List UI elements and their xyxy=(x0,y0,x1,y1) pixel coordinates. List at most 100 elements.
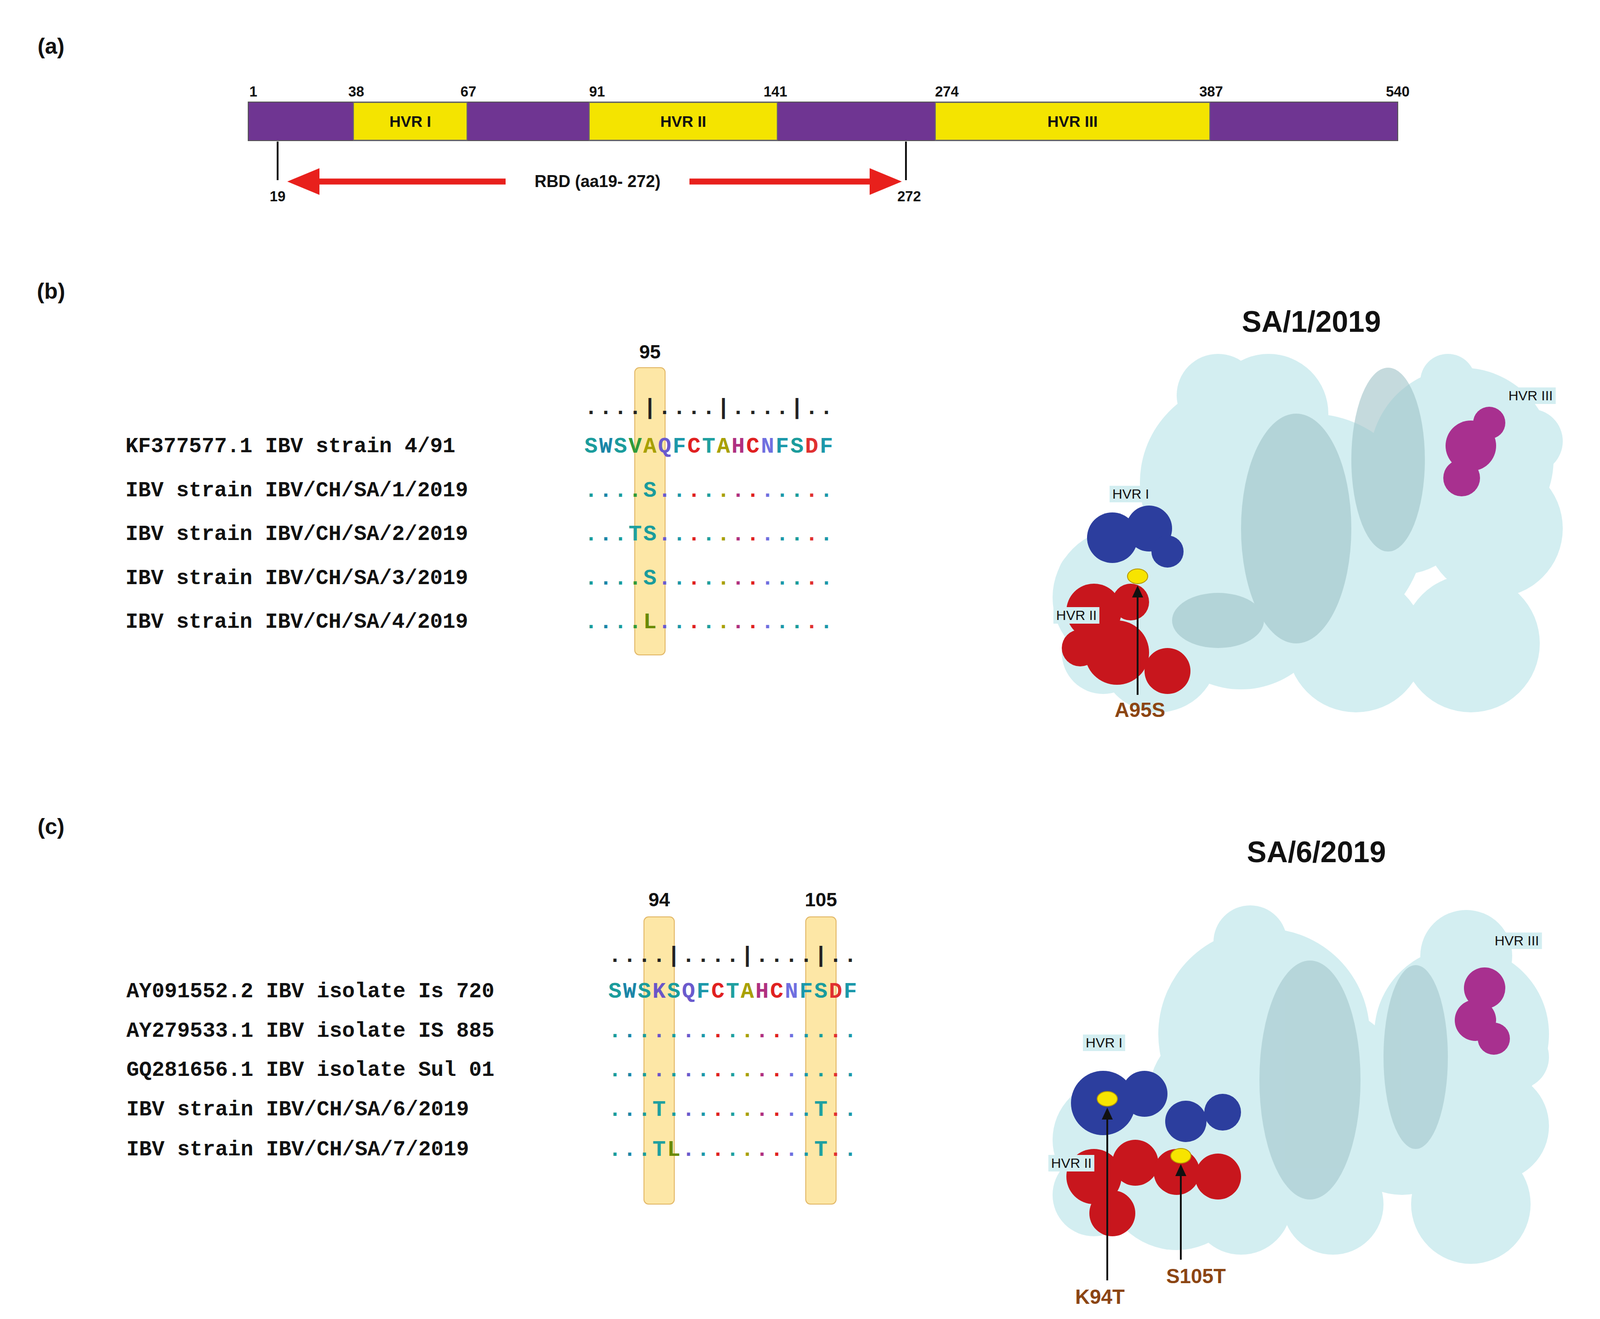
residue: S xyxy=(583,434,599,460)
region-box: HVR I xyxy=(353,102,468,141)
residue: . xyxy=(695,1137,711,1163)
mutation-label: K94T xyxy=(1075,1285,1125,1309)
residue: . xyxy=(681,1019,696,1044)
residue: . xyxy=(701,478,717,504)
residue: . xyxy=(651,1058,667,1083)
residue: . xyxy=(637,1058,652,1083)
strain-name: IBV strain IBV/CH/SA/1/2019 xyxy=(125,478,468,503)
residue: . xyxy=(730,566,746,592)
sequence-row: ....L............ xyxy=(583,609,834,635)
residue: . xyxy=(754,1058,770,1083)
tick-mark xyxy=(905,141,907,181)
residue-number: 19 xyxy=(269,188,286,205)
residue: S xyxy=(642,522,658,547)
residue: . xyxy=(695,943,711,969)
strain-name: IBV strain IBV/CH/SA/7/2019 xyxy=(126,1138,469,1162)
sequence-row: ................. xyxy=(607,1019,858,1044)
residue: H xyxy=(730,434,746,460)
sequence-row: ...T..........T.. xyxy=(607,1097,858,1123)
region-box: HVR II xyxy=(588,102,778,141)
sequence-row: ...TL.........T.. xyxy=(607,1137,858,1163)
residue: . xyxy=(701,395,717,421)
strain-name: IBV strain IBV/CH/SA/3/2019 xyxy=(125,566,468,591)
residue: . xyxy=(730,609,746,635)
residue: L xyxy=(642,609,658,635)
residue: . xyxy=(686,395,702,421)
residue: . xyxy=(774,478,790,504)
residue-number: 387 xyxy=(1199,83,1224,101)
residue: F xyxy=(819,434,834,460)
residue: H xyxy=(754,979,770,1005)
residue: . xyxy=(686,609,702,635)
residue: . xyxy=(828,1019,843,1044)
residue: . xyxy=(710,1019,726,1044)
rbd-arrow xyxy=(689,178,876,185)
residue: . xyxy=(686,478,702,504)
residue: . xyxy=(637,1097,652,1123)
residue: T xyxy=(627,522,643,547)
residue: C xyxy=(769,979,785,1005)
leader-line xyxy=(1106,1118,1109,1281)
residue: . xyxy=(745,478,761,504)
residue: . xyxy=(710,943,726,969)
strain-name: IBV strain IBV/CH/SA/4/2019 xyxy=(125,610,468,635)
residue: . xyxy=(798,1058,814,1083)
residue: . xyxy=(695,1097,711,1123)
residue: . xyxy=(622,1097,638,1123)
position-number: 95 xyxy=(639,341,661,364)
residue: . xyxy=(657,478,672,504)
residue: . xyxy=(798,1019,814,1044)
residue: . xyxy=(745,522,761,547)
residue: . xyxy=(754,1097,770,1123)
structure-title: SA/1/2019 xyxy=(1241,304,1381,339)
residue-number: 91 xyxy=(589,83,605,101)
protein-surface xyxy=(1052,353,1563,713)
residue: . xyxy=(686,566,702,592)
residue: . xyxy=(730,478,746,504)
residue: . xyxy=(686,522,702,547)
residue: . xyxy=(819,566,834,592)
sequence-row: ....|....|....|.. xyxy=(607,943,858,969)
residue: . xyxy=(842,943,858,969)
residue: . xyxy=(760,522,775,547)
residue: . xyxy=(789,522,805,547)
residue: . xyxy=(774,609,790,635)
residue: . xyxy=(725,1019,741,1044)
residue: | xyxy=(716,395,731,421)
residue: . xyxy=(710,1137,726,1163)
region-name: HVR III xyxy=(1047,112,1099,131)
residue: . xyxy=(716,522,731,547)
residue: . xyxy=(784,1058,799,1083)
residue: . xyxy=(828,1137,843,1163)
residue: W xyxy=(598,434,614,460)
region-name: HVR II xyxy=(660,112,707,131)
residue: . xyxy=(774,522,790,547)
hvr2-patch xyxy=(1061,583,1191,695)
residue: Q xyxy=(681,979,696,1005)
residue: . xyxy=(819,478,834,504)
hvr2-patch xyxy=(1066,1139,1242,1237)
residue: . xyxy=(745,395,761,421)
residue: . xyxy=(622,1019,638,1044)
residue: . xyxy=(627,566,643,592)
residue: . xyxy=(828,1097,843,1123)
residue: . xyxy=(583,522,599,547)
residue: . xyxy=(681,1097,696,1123)
residue: . xyxy=(760,395,775,421)
arrow-head xyxy=(869,168,902,195)
residue: . xyxy=(789,609,805,635)
residue: S xyxy=(613,434,628,460)
residue: . xyxy=(598,522,614,547)
residue: . xyxy=(754,1137,770,1163)
residue: . xyxy=(613,609,628,635)
panel-label: (a) xyxy=(37,33,65,59)
residue: . xyxy=(701,522,717,547)
residue: . xyxy=(607,1058,623,1083)
residue: S xyxy=(607,979,623,1005)
residue: . xyxy=(583,609,599,635)
residue: F xyxy=(842,979,858,1005)
residue: . xyxy=(804,522,820,547)
residue: . xyxy=(760,566,775,592)
mutation-dot xyxy=(1097,1091,1118,1107)
residue: . xyxy=(730,522,746,547)
